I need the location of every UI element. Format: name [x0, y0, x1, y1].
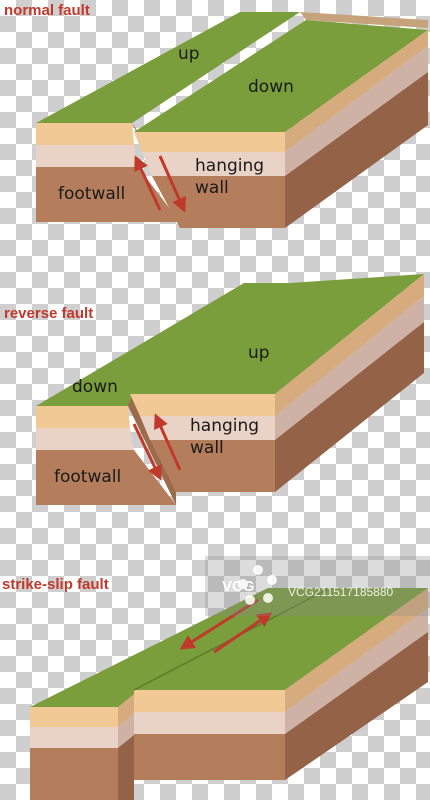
- strikeslip-left-brown: [30, 748, 118, 800]
- strikeslip-left-pink: [30, 727, 118, 748]
- strikeslip-right-pink: [134, 712, 285, 734]
- strikeslip-arrow-left: [179, 598, 259, 650]
- reverse-hanging-pink: [140, 416, 275, 440]
- strikeslip-left-end-pink: [118, 714, 134, 748]
- normal-wall-label: wall: [195, 178, 229, 198]
- normal-hanging-brown: [152, 176, 285, 228]
- strikeslip-left-end-brown: [118, 735, 134, 800]
- reverse-footwall-top: [36, 283, 290, 406]
- reverse-arrow-down: [132, 423, 162, 481]
- strikeslip-left-sand: [30, 707, 118, 727]
- reverse-hanging-sand: [130, 394, 275, 416]
- normal-footwall-brown: [36, 167, 180, 222]
- reverse-arrow-up: [154, 413, 182, 471]
- reverse-hanging-brown: [150, 440, 275, 492]
- normal-hanging-top: [134, 20, 428, 132]
- vcg-logo-icon: [238, 565, 277, 605]
- normal-back-strip: [300, 12, 428, 28]
- reverse-down-label: down: [72, 377, 118, 397]
- watermark-code: VCG21151718588​0: [288, 585, 394, 599]
- strikeslip-arrow-right: [213, 612, 273, 654]
- reverse-side-sand: [275, 274, 424, 416]
- reverse-footwall-label: footwall: [54, 467, 121, 487]
- normal-side-pink: [285, 46, 428, 176]
- reverse-wall-label: wall: [190, 438, 224, 458]
- strikeslip-side-brown: [285, 632, 428, 780]
- normal-arrow-down: [158, 155, 186, 213]
- normal-hanging-label: hanging: [195, 156, 264, 176]
- reverse-footwall-pink: [36, 428, 134, 450]
- normal-footwall-sand: [36, 123, 134, 145]
- reverse-footwall-sand: [36, 406, 130, 428]
- reverse-footwall-brown: [36, 450, 176, 505]
- normal-hanging-sand: [134, 132, 285, 152]
- reverse-up-label: up: [248, 343, 270, 363]
- strikeslip-left-end-sand: [118, 694, 134, 727]
- normal-footwall-top: [36, 12, 300, 123]
- reverse-hanging-top: [130, 274, 424, 394]
- watermark-brand: VCG: [222, 578, 255, 595]
- normal-down-label: down: [248, 77, 294, 97]
- strike-slip-fault-block: [30, 587, 428, 800]
- normal-footwall-label: footwall: [58, 184, 125, 204]
- strikeslip-side-sand: [285, 588, 428, 712]
- strike-slip-fault-title: strike-slip fault: [2, 576, 109, 593]
- normal-footwall-pink: [36, 145, 138, 167]
- normal-hanging-pink: [142, 152, 285, 176]
- strikeslip-right-brown: [134, 734, 285, 780]
- reverse-side-pink: [275, 296, 424, 440]
- strikeslip-right-top: [134, 588, 428, 690]
- normal-fault-block: [36, 12, 428, 228]
- normal-side-sand: [285, 30, 428, 152]
- normal-side-brown: [285, 72, 428, 228]
- reverse-fault-block: [36, 274, 424, 505]
- vcg-watermark: VCG VCG21151718588​0: [205, 556, 430, 616]
- strikeslip-side-pink: [285, 608, 428, 734]
- reverse-fault-plane: [128, 396, 176, 505]
- reverse-hanging-label: hanging: [190, 416, 259, 436]
- strikeslip-right-sand: [134, 690, 285, 712]
- reverse-side-brown: [275, 322, 424, 492]
- normal-arrow-up: [134, 155, 162, 211]
- reverse-fault-title: reverse fault: [4, 305, 93, 322]
- normal-up-label: up: [178, 44, 200, 64]
- normal-fault-title: normal fault: [4, 2, 90, 19]
